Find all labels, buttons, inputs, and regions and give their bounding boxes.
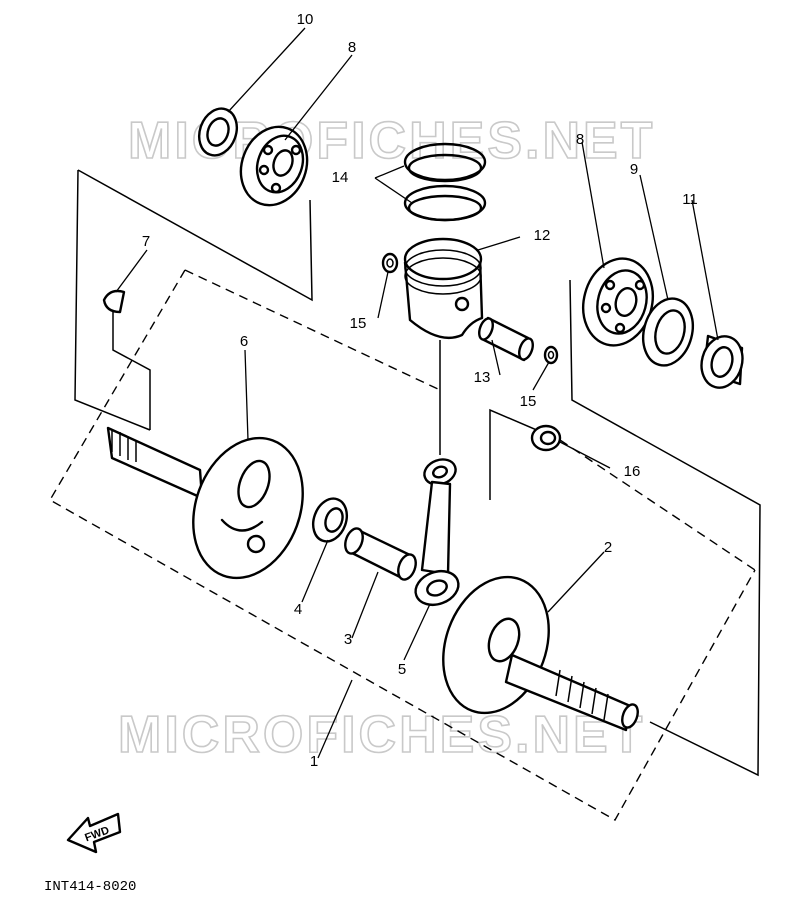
piston-pin-13 bbox=[478, 316, 534, 362]
connecting-rod-5 bbox=[414, 458, 460, 607]
piston-12 bbox=[403, 237, 484, 340]
bracket-right bbox=[569, 279, 761, 777]
bracket-left bbox=[74, 169, 313, 431]
callout-1: 1 bbox=[310, 753, 318, 770]
fwd-arrow: FWD bbox=[66, 812, 122, 854]
callout-8-left: 8 bbox=[348, 39, 356, 56]
oil-seal-10 bbox=[197, 107, 239, 157]
callout-7: 7 bbox=[142, 233, 150, 250]
callout-14: 14 bbox=[332, 169, 349, 186]
crank-pin-3 bbox=[344, 527, 417, 581]
crank-2-right bbox=[442, 575, 639, 732]
callout-2: 2 bbox=[604, 539, 612, 556]
callout-5: 5 bbox=[398, 661, 406, 678]
clip-15-left bbox=[381, 252, 399, 274]
callout-15-left: 15 bbox=[350, 315, 367, 332]
callout-10: 10 bbox=[297, 11, 314, 28]
callout-9: 9 bbox=[630, 161, 638, 178]
callout-3: 3 bbox=[344, 631, 352, 648]
callout-11: 11 bbox=[682, 191, 698, 208]
bearing-8-left bbox=[239, 125, 309, 207]
callout-4: 4 bbox=[294, 601, 302, 618]
callout-13: 13 bbox=[474, 369, 491, 386]
leader-lines bbox=[115, 27, 719, 759]
piston-rings-14 bbox=[403, 142, 487, 222]
diagram-code: INT414-8020 bbox=[44, 879, 136, 895]
bearing-4 bbox=[311, 497, 349, 543]
callout-6: 6 bbox=[240, 333, 248, 350]
assembly-dashed-box bbox=[49, 269, 756, 821]
watermark-bottom: MICROFICHES.NET bbox=[118, 706, 645, 764]
callout-12: 12 bbox=[534, 227, 551, 244]
bracket-piston bbox=[439, 340, 561, 500]
woodruff-key-7 bbox=[102, 289, 126, 314]
bearing-16 bbox=[530, 424, 562, 452]
callout-8-right: 8 bbox=[576, 131, 584, 148]
callout-15-right: 15 bbox=[520, 393, 537, 410]
clip-15-right bbox=[543, 345, 559, 365]
crank-6-left bbox=[106, 426, 304, 580]
callout-16: 16 bbox=[624, 463, 641, 480]
bearing-8-right bbox=[582, 257, 654, 347]
oil-seal-9 bbox=[642, 297, 694, 367]
collar-11 bbox=[700, 334, 744, 389]
